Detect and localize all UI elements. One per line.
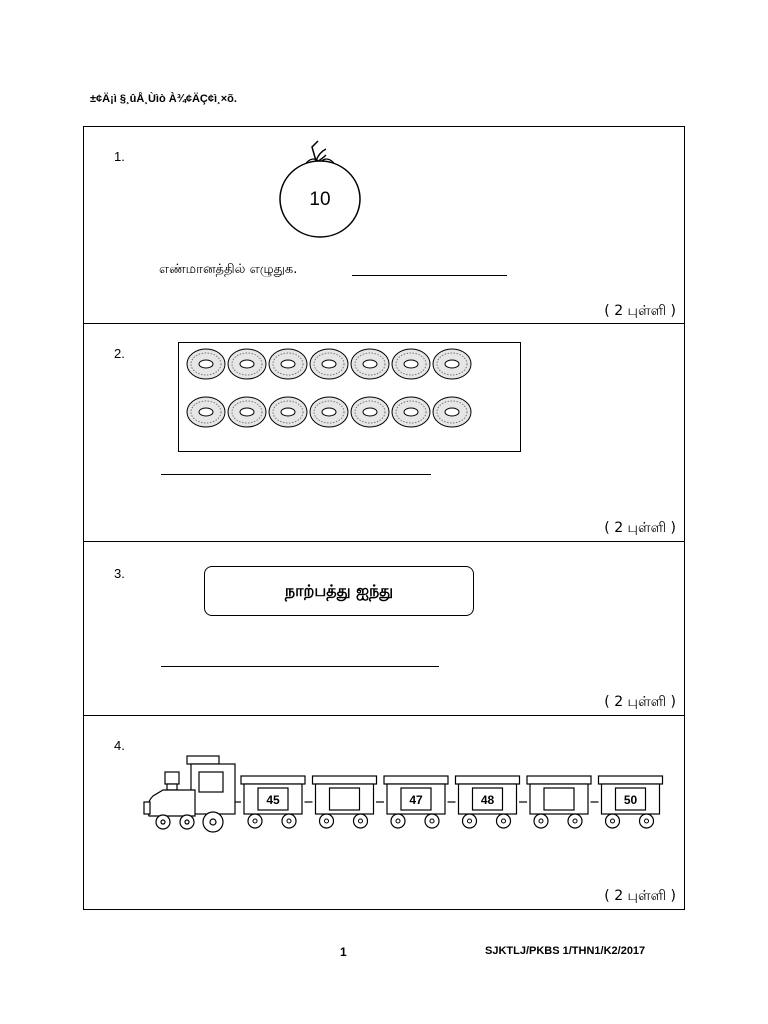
fruit-icon: 10: [279, 140, 361, 238]
donut-icon: [432, 348, 472, 380]
points-label: ( 2 புள்ளி ): [604, 520, 676, 536]
donut-icon: [186, 348, 226, 380]
wagon-number: 47: [409, 793, 423, 807]
wagon-number: 45: [266, 793, 280, 807]
question-4: 4. 45 47 48 50 ( 2 புள்ளி ): [84, 715, 684, 911]
points-label: ( 2 புள்ளி ): [604, 694, 676, 710]
instructions-header: ±¢Ä¡ì §¸ûÅ¸Ùìò À¾¢ÄÇ¢ì¸×õ.: [90, 93, 237, 105]
donut-icon: [227, 348, 267, 380]
donut-icon: [391, 348, 431, 380]
donut-icon: [350, 348, 390, 380]
document-code: SJKTLJ/PKBS 1/THN1/K2/2017: [485, 945, 646, 957]
donut-icon: [268, 396, 308, 428]
page-number: 1: [340, 945, 347, 959]
answer-line[interactable]: [352, 275, 507, 276]
answer-line[interactable]: [161, 474, 431, 475]
donut-box: [178, 342, 521, 452]
wagon: 48: [447, 775, 521, 829]
donut-icon: [309, 348, 349, 380]
wagon: [519, 775, 592, 829]
donut-icon: [391, 396, 431, 428]
wagon-number: 48: [481, 793, 495, 807]
donut-icon: [432, 396, 472, 428]
wagon: 45: [235, 775, 306, 829]
question-number: 2.: [114, 346, 125, 361]
donut-icon: [350, 396, 390, 428]
question-number: 1.: [114, 149, 125, 164]
points-label: ( 2 புள்ளி ): [604, 888, 676, 904]
question-3: 3. நாற்பத்து ஐந்து ( 2 புள்ளி ): [84, 541, 684, 715]
donut-icon: [227, 396, 267, 428]
fruit-number: 10: [309, 189, 330, 210]
wagon-number: 50: [624, 793, 638, 807]
wagon: 50: [590, 775, 664, 829]
donut-icon: [268, 348, 308, 380]
question-number: 3.: [114, 566, 125, 581]
question-frame: 1. 10 எண்மானத்தில் எழுதுக. ( 2 புள்ளி ) …: [83, 126, 685, 910]
question-1-instruction: எண்மானத்தில் எழுதுக.: [159, 262, 298, 277]
question-1: 1. 10 எண்மானத்தில் எழுதுக. ( 2 புள்ளி ): [84, 127, 684, 323]
question-number: 4.: [114, 738, 125, 753]
points-label: ( 2 புள்ளி ): [604, 303, 676, 319]
question-2: 2. ( 2 புள்ளி ): [84, 323, 684, 541]
answer-line[interactable]: [161, 666, 439, 667]
donut-icon: [309, 396, 349, 428]
donut-icon: [186, 396, 226, 428]
wagon: [304, 775, 378, 829]
locomotive: [143, 755, 236, 833]
number-word-box: நாற்பத்து ஐந்து: [204, 566, 474, 616]
train-icon: 45 47 48 50: [143, 755, 664, 833]
wagon: 47: [376, 775, 449, 829]
